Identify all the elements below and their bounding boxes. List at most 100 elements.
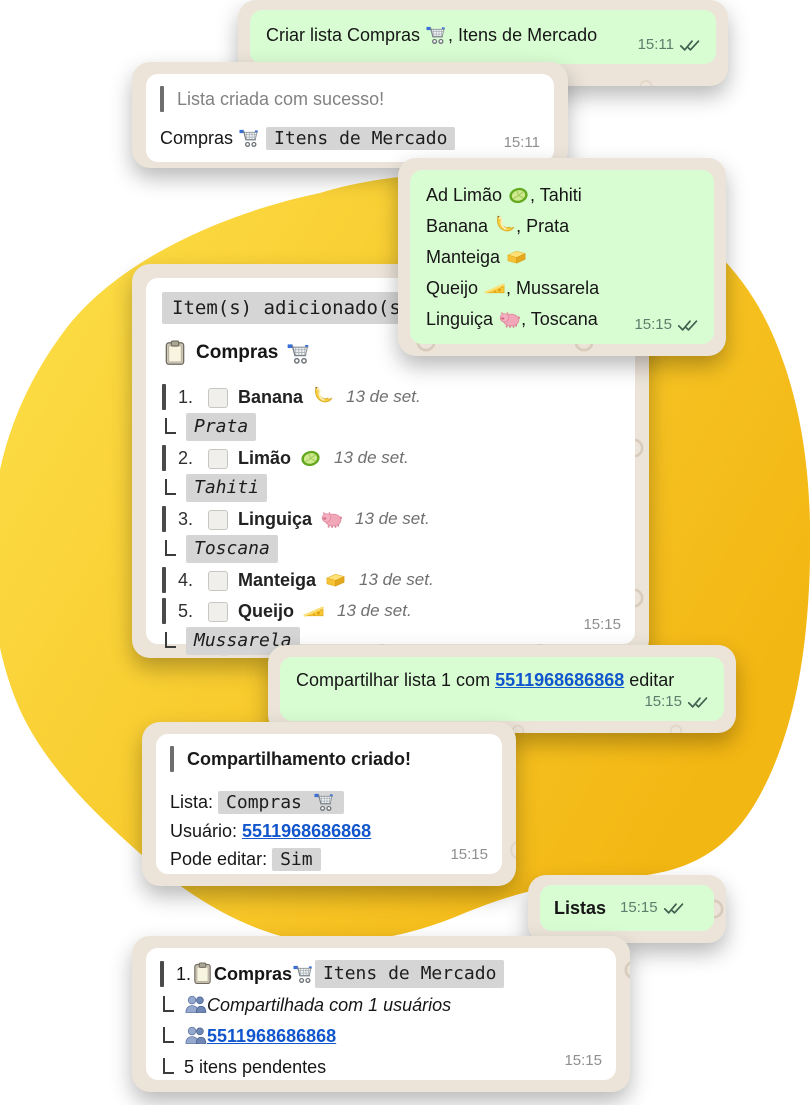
message-line: Manteiga	[426, 242, 698, 273]
message-card-list-created: Lista criada com sucesso! Compras Itens …	[132, 62, 568, 168]
item-variant-chip: Tahiti	[186, 474, 268, 502]
message-text: Compras Itens de Mercado	[160, 125, 540, 152]
time-text: 15:15	[644, 693, 682, 710]
lists-overview: 1. Compras Itens de Mercado Compartilhad…	[160, 958, 602, 1082]
item-variant-chip: Mussarela	[186, 627, 300, 655]
timestamp: 15:15	[620, 895, 686, 921]
text-segment: Queijo	[426, 278, 484, 298]
timestamp: 15:15	[634, 312, 700, 338]
checkbox-icon[interactable]	[208, 509, 228, 530]
message-text: Compartilhar lista 1 com 5511968686868 e…	[296, 670, 674, 690]
corner-icon	[165, 479, 176, 495]
checkbox-icon[interactable]	[208, 387, 228, 408]
item-bar	[162, 505, 166, 532]
item-bar	[162, 597, 166, 624]
item-date: 13 de set.	[355, 508, 430, 528]
text-segment: 1.	[176, 963, 192, 984]
checkbox-icon[interactable]	[208, 448, 228, 469]
cart-icon	[286, 340, 312, 366]
pig-icon	[320, 507, 343, 530]
quote-bar	[160, 86, 164, 112]
banana-icon	[311, 385, 334, 408]
text-segment: Compras	[226, 792, 313, 813]
text-segment: , Prata	[516, 216, 570, 236]
text-segment: editar	[624, 670, 675, 690]
banana-icon	[493, 214, 516, 237]
text-segment: Lista:	[170, 792, 219, 812]
timestamp: 15:11	[504, 130, 540, 156]
incoming-bubble: Lista criada com sucesso! Compras Itens …	[146, 74, 554, 162]
text-segment: Itens de Mercado	[274, 128, 448, 149]
quote-block: Compartilhamento criado!	[170, 746, 488, 772]
checkbox-icon[interactable]	[208, 570, 228, 591]
cheese-icon	[302, 599, 325, 622]
message-card-lists-command: Listas 15:15	[528, 875, 726, 943]
item-number: 4.	[178, 569, 194, 590]
text-segment: Itens de Mercado	[323, 962, 497, 984]
list-title-text: Compras	[162, 340, 312, 366]
read-receipt-icon	[687, 695, 710, 710]
phone-link[interactable]: 5511968686868	[207, 1025, 337, 1046]
corner-icon	[165, 540, 176, 556]
text-segment: Pode editar:	[170, 849, 273, 869]
incoming-bubble: 1. Compras Itens de Mercado Compartilhad…	[146, 948, 616, 1080]
item-date: 13 de set.	[346, 386, 421, 406]
phone-link[interactable]: 5511968686868	[495, 670, 625, 690]
item-bar	[162, 444, 166, 471]
message-line: Queijo , Mussarela	[426, 273, 698, 304]
time-text: 15:15	[450, 846, 488, 863]
code-chip: Itens de Mercado	[266, 127, 456, 150]
quote-bar	[170, 746, 174, 772]
corner-icon	[163, 1057, 174, 1074]
item-variant-row: Toscana	[162, 534, 619, 564]
item-bar	[162, 566, 166, 593]
item-variant-row: Prata	[162, 412, 619, 442]
item-variant-chip: Prata	[186, 413, 257, 441]
timestamp: 15:15	[564, 1048, 602, 1074]
corner-icon	[163, 995, 174, 1012]
checkbox-icon[interactable]	[208, 601, 228, 622]
detail-row: Lista: Compras	[170, 788, 488, 817]
read-receipt-icon	[663, 901, 686, 916]
phone-link[interactable]: 5511968686868	[242, 821, 372, 841]
item-bar	[162, 383, 166, 410]
header-chip: Item(s) adicionado(s)	[162, 292, 423, 324]
cart-icon	[238, 126, 261, 149]
timestamp: 15:15	[644, 689, 710, 715]
clipboard-icon	[191, 962, 214, 985]
item-name: Limão	[238, 447, 292, 468]
clipboard-icon	[162, 340, 188, 366]
item-variant-row: Tahiti	[162, 473, 619, 503]
read-receipt-icon	[679, 38, 702, 53]
cart-icon	[313, 790, 336, 813]
time-text: 15:15	[564, 1052, 602, 1069]
item-name: Manteiga	[238, 569, 317, 590]
text-segment: Compras	[160, 128, 239, 148]
message-line: Banana , Prata	[426, 211, 698, 242]
time-text: 15:15	[634, 316, 672, 333]
text-segment: , Mussarela	[506, 278, 600, 298]
text-segment: , Tahiti	[530, 185, 582, 205]
item-number: 3.	[178, 508, 194, 529]
item-number: 2.	[178, 447, 194, 468]
message-card-share-created: Compartilhamento criado! Lista: Compras …	[142, 722, 516, 886]
text-segment: Criar lista Compras	[266, 25, 426, 45]
text-segment: Linguiça	[426, 309, 499, 329]
people-icon	[184, 993, 207, 1016]
text-segment: Usuário:	[170, 821, 243, 841]
text-segment: Banana	[426, 216, 494, 236]
cart-icon	[425, 23, 448, 46]
outgoing-bubble: Criar lista Compras , Itens de Mercado 1…	[250, 10, 716, 64]
item-name: Banana	[238, 386, 304, 407]
timestamp: 15:11	[638, 32, 702, 58]
item-date: 13 de set.	[337, 600, 412, 620]
item-variant-row: Mussarela	[162, 626, 619, 656]
time-text: 15:15	[620, 899, 658, 916]
